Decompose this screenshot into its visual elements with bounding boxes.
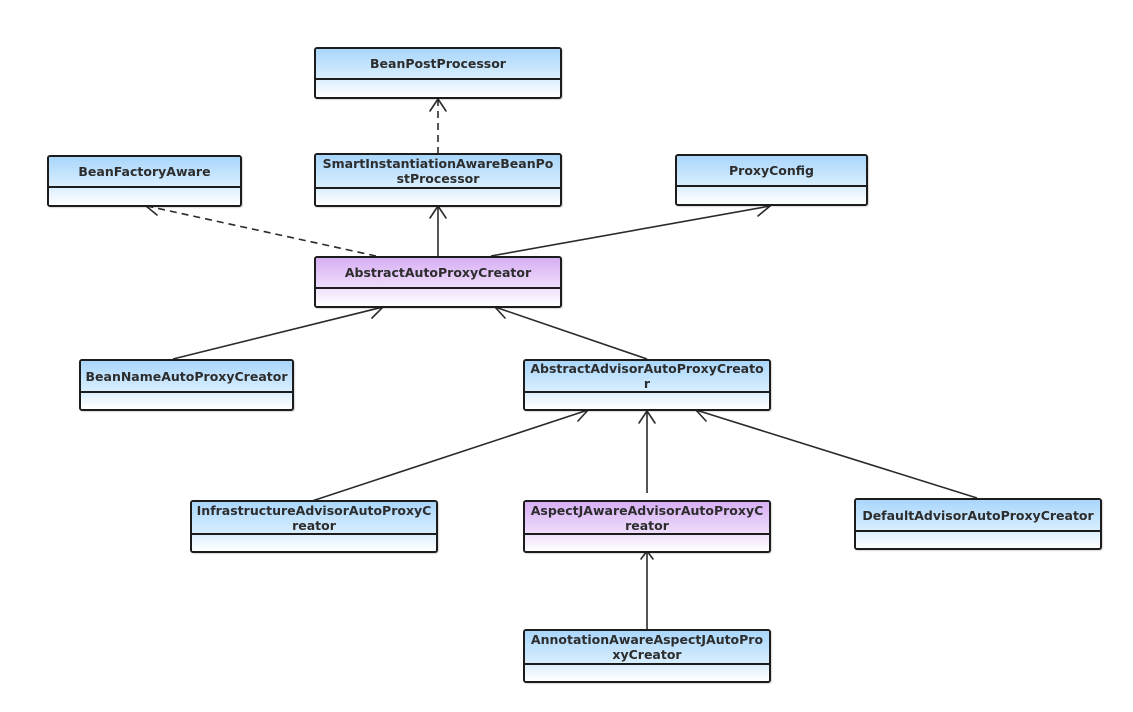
edge-bnapc-aapc [172,302,385,360]
class-bean-factory-aware[interactable]: BeanFactoryAware [47,155,242,207]
class-body [525,535,769,551]
class-annotation-aware-aspectj-auto-proxy-creator[interactable]: AnnotationAwareAspectJAutoProxyCreator [523,629,771,683]
class-proxy-config[interactable]: ProxyConfig [675,154,868,206]
class-name: BeanPostProcessor [316,49,560,80]
class-body [316,189,560,205]
class-name: SmartInstantiationAwareBeanPostProcessor [316,155,560,189]
edge-siabp-bpp [429,97,447,154]
edge-aaajapc-ajaapc [640,549,654,629]
class-name: InfrastructureAdvisorAutoProxyCreator [192,502,436,535]
class-body [856,532,1100,548]
class-name: DefaultAdvisorAutoProxyCreator [856,500,1100,532]
class-bean-post-processor[interactable]: BeanPostProcessor [314,47,562,99]
class-name: AspectJAwareAdvisorAutoProxyCreator [525,502,769,535]
class-body [525,393,769,409]
class-abstract-advisor-auto-proxy-creator[interactable]: AbstractAdvisorAutoProxyCreator [523,359,771,411]
edge-iaapc-aaapc [311,406,590,502]
class-default-advisor-auto-proxy-creator[interactable]: DefaultAdvisorAutoProxyCreator [854,498,1102,550]
edge-aapc-bfa [144,199,377,257]
edge-daapc-aaapc [694,406,978,499]
class-body [525,665,769,681]
class-bean-name-auto-proxy-creator[interactable]: BeanNameAutoProxyCreator [79,359,294,411]
class-body [192,535,436,551]
class-name: AbstractAutoProxyCreator [316,258,560,289]
class-name: AnnotationAwareAspectJAutoProxyCreator [525,631,769,665]
edge-aapc-siabp [429,204,447,256]
class-name: BeanFactoryAware [49,157,240,188]
class-body [81,393,292,409]
class-infrastructure-advisor-auto-proxy-creator[interactable]: InfrastructureAdvisorAutoProxyCreator [190,500,438,553]
edge-ajaapc-aaapc [638,409,656,493]
class-name: AbstractAdvisorAutoProxyCreator [525,361,769,393]
class-body [316,289,560,306]
class-name: BeanNameAutoProxyCreator [81,361,292,393]
edge-aapc-pc [490,200,772,257]
class-smart-instantiation-aware-bean-post-processor[interactable]: SmartInstantiationAwareBeanPostProcessor [314,153,562,207]
class-abstract-auto-proxy-creator[interactable]: AbstractAutoProxyCreator [314,256,562,308]
class-body [316,80,560,97]
edge-aaapc-aapc [493,303,648,360]
class-name: ProxyConfig [677,156,866,187]
class-body [49,188,240,205]
class-aspectj-aware-advisor-auto-proxy-creator[interactable]: AspectJAwareAdvisorAutoProxyCreator [523,500,771,553]
class-body [677,187,866,204]
